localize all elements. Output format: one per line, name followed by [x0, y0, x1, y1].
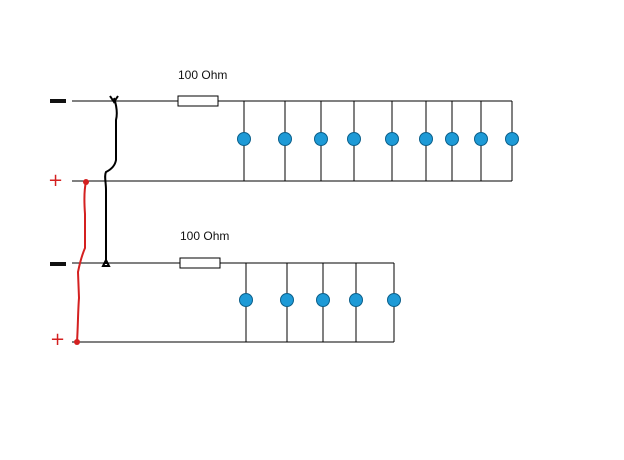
minus-sign-2 [50, 262, 66, 266]
led [385, 132, 399, 146]
red-positive-wire [76, 181, 87, 343]
led [280, 293, 294, 307]
circuit-1: + 100 Ohm [48, 68, 519, 191]
resistor-label-1: 100 Ohm [178, 68, 227, 82]
led [314, 132, 328, 146]
resistor-label-2: 100 Ohm [180, 229, 229, 243]
led [278, 132, 292, 146]
led [387, 293, 401, 307]
resistor-1 [177, 95, 219, 107]
led [474, 132, 488, 146]
red-wire-dot-top [83, 179, 89, 185]
resistor-2 [179, 257, 221, 269]
black-jumper-wire [104, 97, 118, 264]
black-jumper-end-bottom [101, 257, 111, 267]
led [237, 132, 251, 146]
led [347, 132, 361, 146]
red-wire-dot-bottom [74, 339, 80, 345]
led [445, 132, 459, 146]
plus-sign-1: + [48, 170, 63, 191]
led [419, 132, 433, 146]
led-array-2 [239, 263, 401, 342]
led [239, 293, 253, 307]
led [349, 293, 363, 307]
black-jumper-arrow-top [109, 95, 119, 104]
plus-sign-2: + [50, 329, 65, 350]
circuit-2: + 100 Ohm [50, 229, 401, 350]
led [316, 293, 330, 307]
minus-sign-1 [50, 99, 66, 103]
led [505, 132, 519, 146]
led-array-1 [237, 101, 519, 181]
